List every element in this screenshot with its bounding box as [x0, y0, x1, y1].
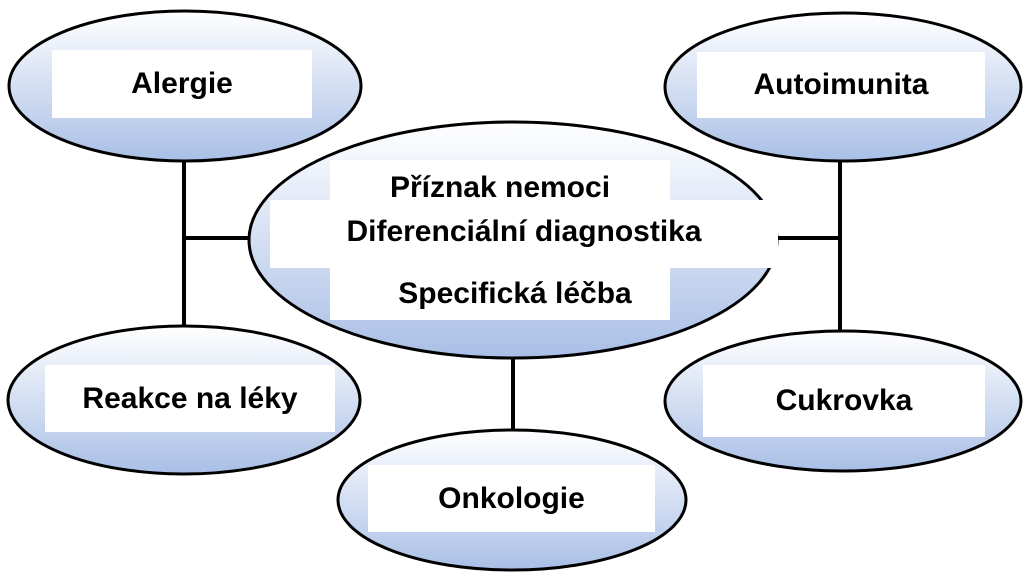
node-reakce-label: Reakce na léky: [45, 365, 335, 432]
node-autoimunita-label: Autoimunita: [697, 52, 985, 118]
node-alergie-label: Alergie: [52, 50, 312, 118]
center-box-wide-bg: [270, 200, 778, 268]
center-line-3: Specifická léčba: [398, 277, 632, 310]
node-cukrovka-label: Cukrovka: [703, 365, 985, 437]
center-line-1: Příznak nemoci: [389, 171, 611, 204]
center-line-2: Diferenciální diagnostika: [346, 215, 702, 248]
node-onkologie-label: Onkologie: [368, 465, 655, 532]
